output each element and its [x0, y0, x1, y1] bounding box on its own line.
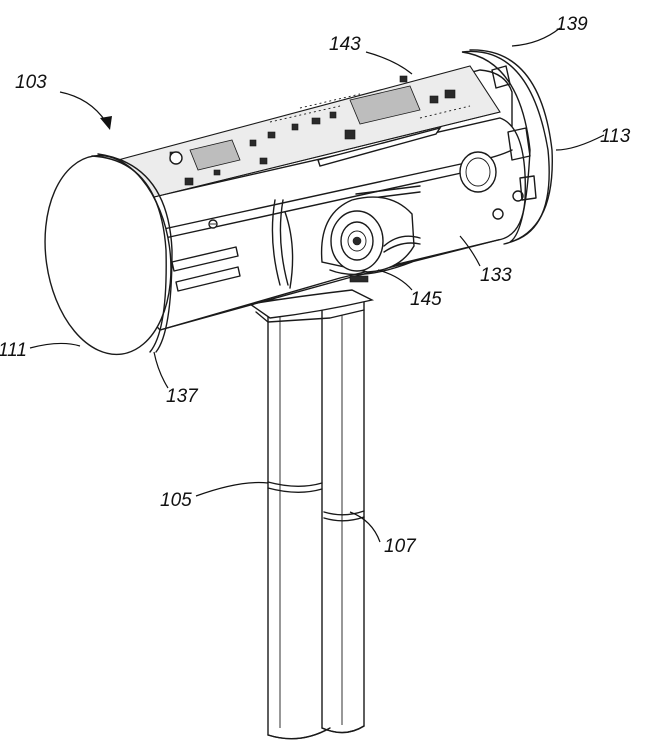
leader-143 — [366, 52, 412, 74]
label-111: 111 — [0, 340, 27, 361]
leader-145 — [378, 270, 412, 290]
pole — [268, 300, 364, 739]
assembly-arrow — [60, 92, 112, 130]
leader-139 — [512, 28, 560, 46]
label-113: 113 — [600, 126, 631, 147]
label-143: 143 — [329, 34, 361, 55]
label-139: 139 — [556, 14, 588, 35]
leader-111 — [30, 343, 80, 348]
label-145: 145 — [410, 289, 442, 310]
label-107: 107 — [384, 536, 417, 557]
label-103: 103 — [15, 72, 47, 93]
label-133: 133 — [480, 265, 512, 286]
label-105: 105 — [160, 490, 192, 511]
leader-137 — [154, 352, 168, 388]
label-137: 137 — [166, 386, 199, 407]
leader-113 — [556, 135, 604, 150]
leader-105 — [196, 483, 268, 496]
